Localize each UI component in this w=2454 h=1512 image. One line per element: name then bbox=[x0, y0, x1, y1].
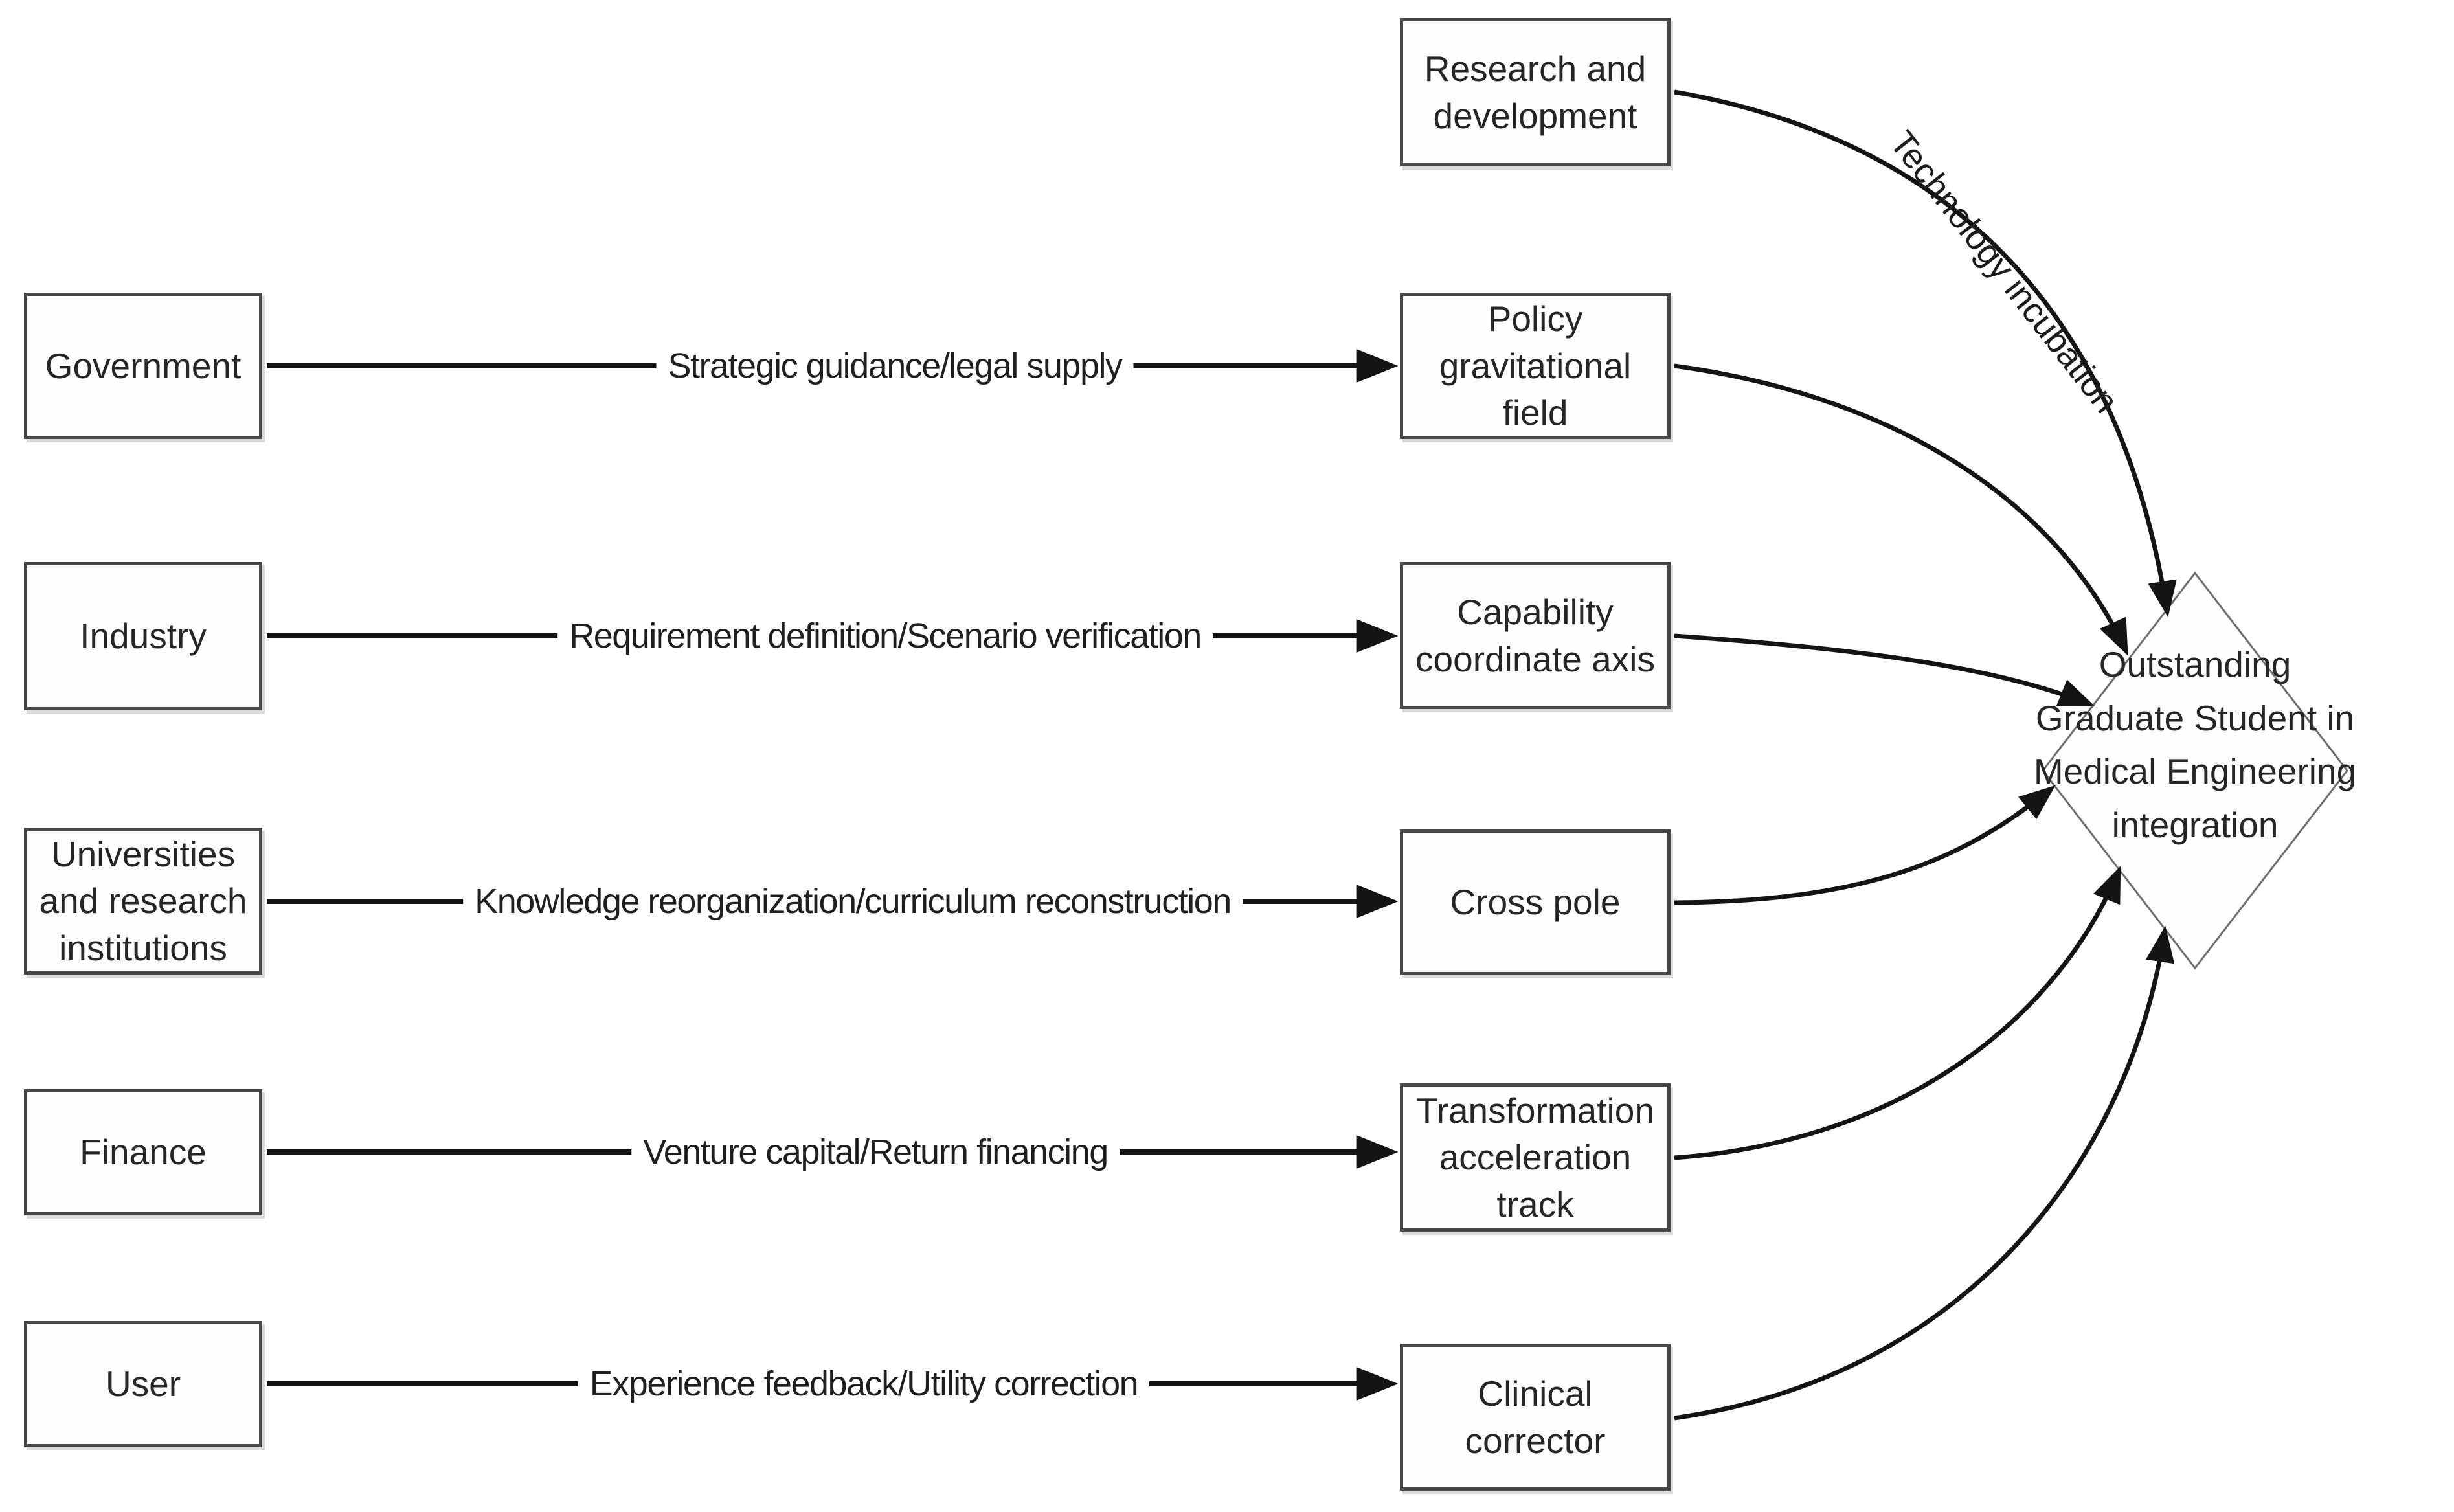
edge-label-strategic-guidance: Strategic guidance/legal supply bbox=[656, 342, 1134, 390]
node-label: Clinical corrector bbox=[1465, 1373, 1606, 1461]
node-label: Cross pole bbox=[1450, 882, 1621, 923]
node-finance: Finance bbox=[24, 1089, 262, 1215]
arrow-clinical-to-diamond bbox=[1674, 925, 2175, 1421]
node-label: Research and development bbox=[1424, 48, 1647, 136]
node-cross-pole: Cross pole bbox=[1400, 829, 1671, 975]
edge-label-requirement-definition: Requirement definition/Scenario verifica… bbox=[557, 612, 1213, 660]
node-government: Government bbox=[24, 293, 262, 439]
diamond-target-label: Outstanding Graduate Student in Medical … bbox=[2033, 644, 2357, 845]
node-label: Universities and research institutions bbox=[39, 833, 247, 968]
node-label: Government bbox=[45, 345, 242, 386]
node-transformation-acceleration-track: Transformation acceleration track bbox=[1400, 1083, 1671, 1232]
arrow-crosspole-to-diamond bbox=[1674, 785, 2056, 905]
arrow-rnd-to-diamond bbox=[1674, 89, 2177, 618]
node-policy-gravitational-field: Policy gravitational field bbox=[1400, 293, 1671, 439]
node-label: Industry bbox=[80, 616, 207, 657]
arrow-transformation-to-diamond bbox=[1674, 866, 2121, 1160]
node-clinical-corrector: Clinical corrector bbox=[1400, 1344, 1671, 1491]
node-research-and-development: Research and development bbox=[1400, 18, 1671, 166]
edge-label-knowledge-reorganization: Knowledge reorganization/curriculum reco… bbox=[463, 877, 1243, 925]
node-label: Finance bbox=[80, 1132, 207, 1173]
node-label: Capability coordinate axis bbox=[1415, 591, 1655, 679]
node-user: User bbox=[24, 1321, 262, 1447]
node-universities-and-research-institutions: Universities and research institutions bbox=[24, 828, 262, 975]
node-label: Transformation acceleration track bbox=[1416, 1090, 1654, 1224]
arrow-policy-to-diamond bbox=[1674, 363, 2128, 656]
node-label: Policy gravitational field bbox=[1439, 299, 1632, 433]
arrow-capability-to-diamond bbox=[1674, 633, 2095, 707]
edge-label-experience-feedback: Experience feedback/Utility correction bbox=[578, 1360, 1150, 1408]
node-capability-coordinate-axis: Capability coordinate axis bbox=[1400, 562, 1671, 709]
edge-label-venture-capital: Venture capital/Return financing bbox=[631, 1128, 1120, 1176]
node-label: User bbox=[105, 1364, 181, 1405]
node-industry: Industry bbox=[24, 562, 262, 710]
